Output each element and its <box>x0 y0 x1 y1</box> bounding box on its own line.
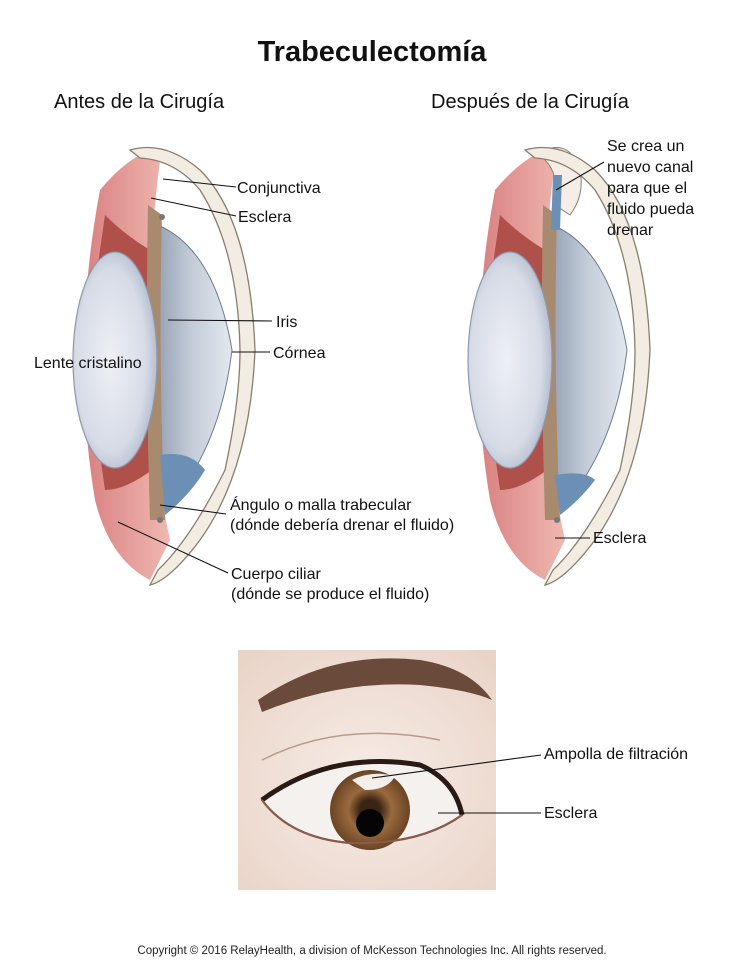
before-surgery-heading: Antes de la Cirugía <box>54 91 225 113</box>
label-ciliary-line2: (dónde se produce el fluido) <box>231 586 430 603</box>
label-lens: Lente cristalino <box>34 355 142 372</box>
label-canal-line1: Se crea un <box>607 138 685 155</box>
after-surgery-heading: Después de la Cirugía <box>431 91 629 113</box>
after-eye-illustration <box>467 146 651 586</box>
label-iris: Iris <box>276 314 298 331</box>
pupil <box>356 809 384 837</box>
copyright-notice: Copyright © 2016 RelayHealth, a division… <box>137 945 607 957</box>
eyebrow <box>258 658 492 712</box>
drainage-angle-area-after <box>555 473 595 515</box>
before-eye-illustration <box>72 146 256 586</box>
label-sclera-after: Esclera <box>593 530 647 547</box>
label-canal-line2: nuevo canal <box>607 159 694 176</box>
label-sclera-front: Esclera <box>544 805 598 822</box>
front-leader-lines <box>371 754 542 814</box>
label-cornea: Córnea <box>273 345 326 362</box>
crystalline-lens <box>72 251 158 469</box>
after-leader-lines <box>555 161 605 539</box>
page-title: Trabeculectomía <box>257 36 487 68</box>
label-canal-line4: fluido pueda <box>607 201 695 218</box>
sclera-band <box>128 146 256 586</box>
label-conjunctiva: Conjunctiva <box>237 180 321 197</box>
cornea-dome-after <box>546 224 628 511</box>
label-ciliary-line1: Cuerpo ciliar <box>231 566 321 583</box>
front-eye-illustration <box>238 650 496 890</box>
label-angle-line1: Ángulo o malla trabecular <box>230 497 412 514</box>
label-canal-line5: drenar <box>607 222 654 239</box>
label-filtration-bleb: Ampolla de filtración <box>544 746 689 763</box>
crystalline-lens-after <box>467 251 553 469</box>
sclera-band-after <box>523 146 651 586</box>
label-angle-line2: (dónde debería drenar el fluido) <box>230 517 455 534</box>
drainage-angle-area <box>160 454 205 515</box>
filtration-bleb <box>352 773 395 790</box>
label-canal-line3: para que el <box>607 180 688 197</box>
before-leader-lines <box>117 178 273 574</box>
label-sclera-before: Esclera <box>238 209 292 226</box>
new-drainage-canal <box>551 175 562 230</box>
